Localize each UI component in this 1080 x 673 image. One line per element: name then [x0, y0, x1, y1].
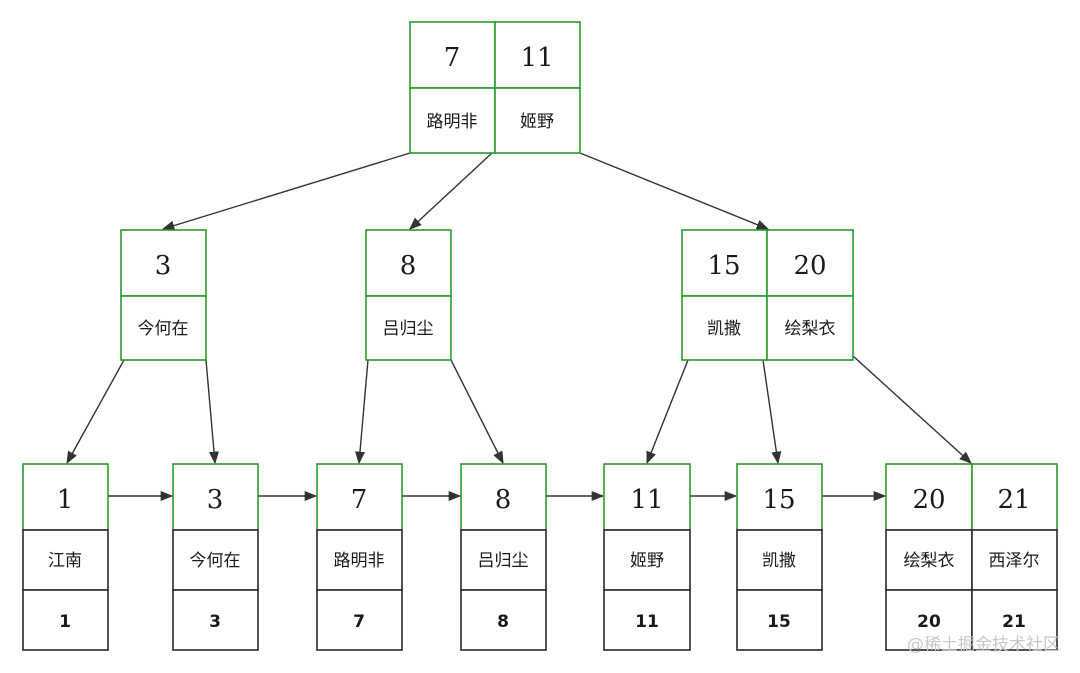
leaf-20-value: 绘梨衣 [904, 551, 955, 571]
leaf-11-value: 姬野 [630, 551, 664, 571]
internal-node-8: 8 吕归尘 [365, 229, 452, 361]
leaf-7-key: 7 [351, 485, 368, 515]
leaf-21-value: 西泽尔 [989, 551, 1040, 571]
leaf-node-15: 15 凯撒 15 [736, 463, 823, 651]
leaf-node-1: 1 江南 1 [22, 463, 109, 651]
leaf-20-key: 20 [912, 485, 945, 515]
leaf-node-11: 11 姬野 11 [603, 463, 691, 651]
edge-root-to-node-8 [409, 152, 493, 230]
internal-node-15-key: 15 [707, 251, 740, 281]
internal-node-8-key: 8 [400, 251, 417, 281]
leaf-7-value: 路明非 [334, 551, 385, 571]
leaf-15-id: 15 [767, 612, 791, 632]
internal-node-20-value: 绘梨衣 [785, 319, 836, 339]
edge-root-to-node-3 [161, 152, 411, 231]
leaf-21-key: 21 [997, 485, 1030, 515]
leaf-8-value: 吕归尘 [478, 551, 529, 571]
edge-node-20-to-leaf-20-21 [852, 355, 972, 464]
root-value-2: 姬野 [520, 112, 554, 132]
edge-node-3-to-leaf-3 [205, 359, 220, 465]
leaf-15-key: 15 [762, 485, 795, 515]
leaf-node-20-21: 20 21 绘梨衣 西泽尔 20 21 [885, 463, 1058, 651]
leaf-8-key: 8 [495, 485, 512, 515]
internal-node-15-value: 凯撒 [707, 319, 741, 339]
leaf-node-7: 7 路明非 7 [316, 463, 403, 651]
leaf-3-value: 今何在 [190, 551, 241, 571]
leaf-1-id: 1 [59, 612, 71, 632]
root-key-2: 11 [520, 43, 553, 73]
internal-node-15-20: 15 20 凯撒 绘梨衣 [681, 229, 854, 361]
leaf-1-value: 江南 [48, 551, 82, 571]
watermark: @稀土掘金技术社区 [907, 635, 1060, 655]
internal-node-8-value: 吕归尘 [383, 319, 434, 339]
edges [66, 152, 972, 502]
leaf-3-id: 3 [209, 612, 221, 632]
root-key-1: 7 [444, 43, 461, 73]
leaf-node-3: 3 今何在 3 [172, 463, 259, 651]
internal-node-3-key: 3 [155, 251, 172, 281]
edge-node-15-to-leaf-15 [762, 359, 782, 465]
edge-root-to-node-15-20 [579, 152, 770, 230]
leaf-1-key: 1 [57, 485, 74, 515]
leaf-node-8: 8 吕归尘 8 [460, 463, 547, 651]
root-node: 7 11 路明非 姬野 [409, 21, 581, 154]
leaf-15-value: 凯撒 [762, 551, 796, 571]
leaf-20-id: 20 [917, 612, 941, 632]
leaf-3-key: 3 [207, 485, 224, 515]
root-value-1: 路明非 [427, 112, 478, 132]
leaf-8-id: 8 [497, 612, 509, 632]
internal-node-3: 3 今何在 [120, 229, 207, 361]
leaf-11-id: 11 [635, 612, 659, 632]
edge-node-8-to-leaf-8 [450, 359, 504, 465]
edge-node-15-to-leaf-11 [646, 359, 689, 465]
edge-node-3-to-leaf-1 [66, 359, 125, 465]
internal-node-3-value: 今何在 [138, 319, 189, 339]
leaf-21-id: 21 [1002, 612, 1026, 632]
internal-node-20-key: 20 [793, 251, 826, 281]
leaf-11-key: 11 [630, 485, 663, 515]
leaf-7-id: 7 [353, 612, 365, 632]
edge-node-8-to-leaf-7 [354, 359, 369, 465]
